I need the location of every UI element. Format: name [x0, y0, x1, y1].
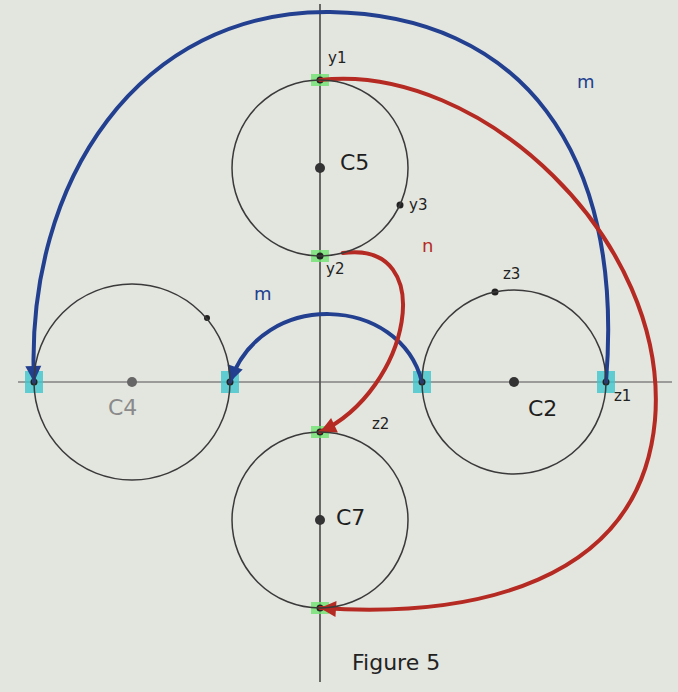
centre-dot: [509, 377, 519, 387]
arrow-head: [320, 601, 336, 617]
circle-node: C5: [232, 80, 408, 256]
curved-arrow: [320, 79, 656, 610]
centre-dot: [315, 515, 325, 525]
curved-arrow: [320, 252, 403, 432]
circle-node: C2: [422, 290, 606, 474]
circle-node: C4: [34, 284, 230, 480]
edge-label: n: [420, 236, 435, 257]
circle-outline: [232, 80, 408, 256]
connector-group: [25, 12, 608, 382]
circle-shape: [34, 284, 230, 480]
vertical-axis: [319, 4, 320, 682]
circle-label: C7: [336, 505, 365, 530]
connector-group: [320, 79, 656, 617]
circle-label: C4: [108, 395, 137, 420]
edge-label: m: [252, 284, 274, 305]
circle-shape: [232, 80, 408, 256]
arrow-head: [320, 418, 338, 432]
connector-group: [320, 252, 403, 432]
circle-outline: [232, 432, 408, 608]
point-label: z2: [372, 416, 389, 433]
circle-outline: [422, 290, 606, 474]
point-label: y1: [328, 50, 346, 67]
circle-shape: [422, 290, 606, 474]
curved-arrow: [34, 12, 609, 382]
point-label: y2: [326, 261, 344, 278]
circle-shape: [232, 432, 408, 608]
horizontal-axis: [18, 381, 672, 382]
point-label: z3: [503, 266, 520, 283]
centre-dot: [315, 163, 325, 173]
circle-outline: [34, 284, 230, 480]
point-label: y3: [409, 197, 427, 214]
centre-dot: [127, 377, 137, 387]
figure-caption: Figure 5: [352, 650, 440, 675]
edge-label: m: [575, 72, 597, 93]
circle-label: C5: [340, 150, 369, 175]
circle-node: C7: [232, 432, 408, 608]
circle-label: C2: [528, 396, 557, 421]
point-label: z1: [614, 388, 631, 405]
